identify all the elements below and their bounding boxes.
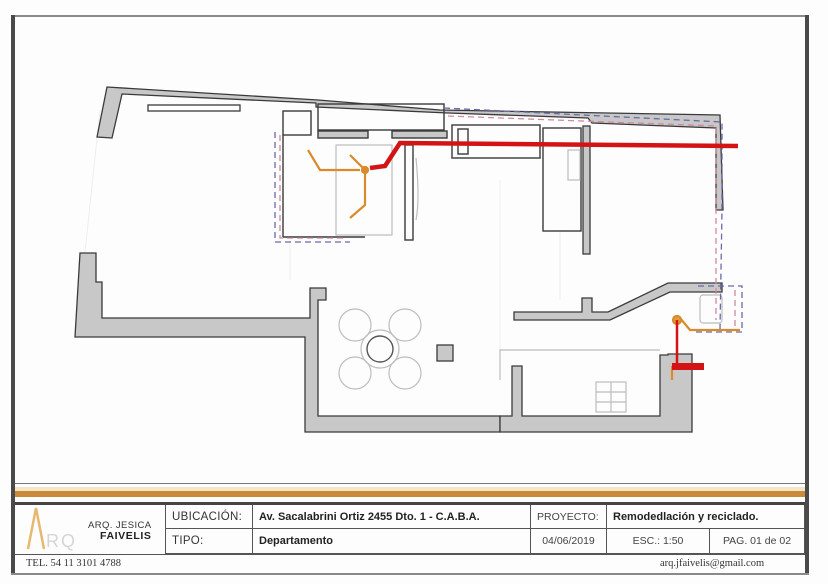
furniture — [335, 144, 723, 413]
title-block-divider — [15, 483, 805, 484]
interior-partitions — [282, 103, 582, 241]
arq-logo-icon: RQ — [26, 507, 77, 551]
accent-band-light — [15, 487, 805, 494]
background-guides — [79, 109, 561, 380]
page-cell: PAG. 01 de 02 — [710, 529, 805, 554]
water-pipes — [307, 149, 740, 380]
title-block-top-rule — [15, 502, 805, 505]
svg-text:RQ: RQ — [46, 531, 77, 551]
demolition-outline — [274, 107, 743, 333]
accent-band — [15, 491, 805, 497]
title-block-bottom-rule — [15, 554, 805, 555]
exterior-walls — [74, 86, 724, 433]
phone-number: TEL. 54 11 3101 4788 — [26, 558, 121, 569]
tipo-value-cell: Departamento — [253, 529, 531, 554]
ubicacion-value-cell: Av. Sacalabrini Ortiz 2455 Dto. 1 - C.A.… — [253, 505, 531, 529]
scale-cell: ESC.: 1:50 — [607, 529, 710, 554]
ubicacion-label-cell: UBICACIÓN: — [165, 505, 253, 529]
email-address: arq.jfaivelis@gmail.com — [660, 558, 765, 569]
architect-name: ARQ. JESICA FAIVELIS — [88, 520, 152, 542]
proyecto-value-cell: Remodedlación y reciclado. — [607, 505, 805, 529]
frame-top-border — [11, 15, 809, 17]
frame-left-border — [11, 15, 15, 575]
date-cell: 04/06/2019 — [531, 529, 607, 554]
proyecto-label-cell: PROYECTO: — [531, 505, 607, 529]
tipo-label-cell: TIPO: — [165, 529, 253, 554]
frame-right-border — [805, 15, 809, 575]
gas-pipe — [369, 140, 739, 370]
frame-bottom-border — [11, 573, 809, 575]
